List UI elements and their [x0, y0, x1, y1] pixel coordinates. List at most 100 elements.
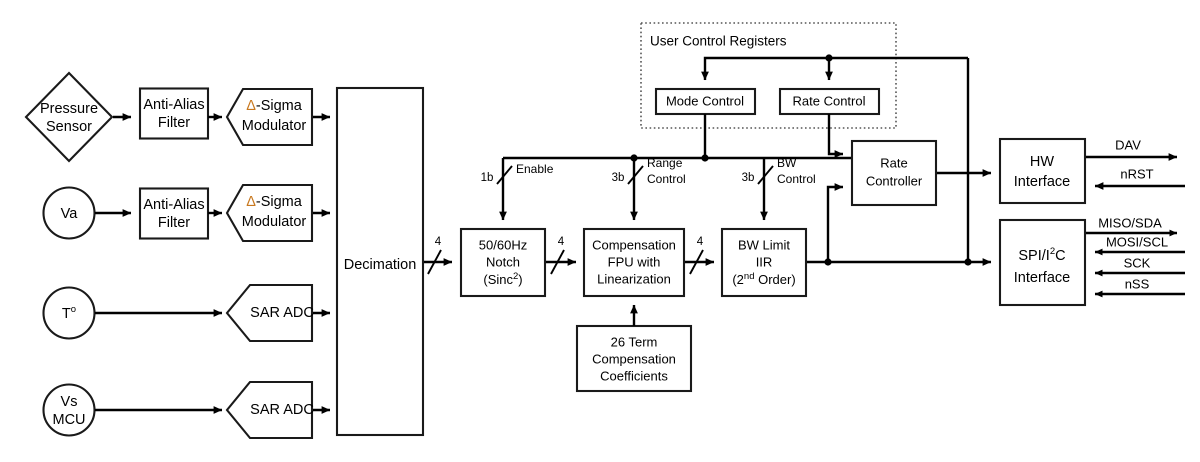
- delta-glyph-1: Δ: [246, 98, 256, 114]
- vs-mcu-source-line1: Vs: [61, 394, 78, 410]
- va-source-node[interactable]: Va: [42, 186, 96, 240]
- va-source-label: Va: [61, 206, 79, 222]
- anti-alias-filter-1-line2: Filter: [158, 115, 190, 131]
- io-label-dav: DAV: [1115, 137, 1141, 152]
- delta-sigma-modulator-1-line2: Modulator: [242, 118, 307, 134]
- notch-filter-block[interactable]: 50/60Hz Notch (Sinc2): [459, 227, 547, 298]
- mode-control-label: Mode Control: [666, 93, 744, 108]
- mode-control-block[interactable]: Mode Control: [654, 87, 757, 116]
- temperature-source-node[interactable]: To: [42, 286, 96, 340]
- rate-control-block[interactable]: Rate Control: [778, 87, 881, 116]
- io-label-sck: SCK: [1124, 255, 1151, 270]
- io-label-mosi-scl: MOSI/SCL: [1106, 234, 1168, 249]
- control-label-range-line1: Range: [647, 156, 683, 170]
- bw-limit-ordinal: nd: [744, 271, 755, 282]
- spi-i2c-line1-post: C: [1055, 248, 1065, 264]
- pressure-sensor-node[interactable]: Pressure Sensor: [24, 71, 114, 163]
- temperature-source-label: To: [62, 304, 76, 322]
- delta-sigma-modulator-2-line2: Modulator: [242, 214, 307, 230]
- temperature-degree-glyph: o: [71, 304, 76, 315]
- sar-adc-1-label: SAR ADC: [250, 305, 314, 321]
- spi-i2c-interface-block[interactable]: SPI/I2C Interface: [998, 218, 1087, 307]
- coefficients-line2: Compensation: [592, 351, 676, 366]
- bw-limit-line3-post: Order): [754, 272, 795, 287]
- bus-slash-range: [627, 165, 644, 185]
- rate-control-label: Rate Control: [793, 93, 866, 108]
- wire-regbus-to-mode-control: [701, 56, 968, 81]
- hw-interface-line2: Interface: [1014, 174, 1070, 190]
- control-label-range-line2: Control: [647, 172, 686, 186]
- compensation-coefficients-block[interactable]: 26 Term Compensation Coefficients: [575, 324, 693, 393]
- anti-alias-filter-2[interactable]: Anti-Alias Filter: [138, 187, 210, 240]
- notch-exponent: 2: [513, 271, 518, 282]
- rate-controller-line1: Rate: [880, 155, 907, 170]
- wire-rate-control-to-rate-controller: [827, 114, 844, 158]
- vs-mcu-source-line2: MCU: [52, 412, 85, 428]
- vs-mcu-source-node[interactable]: Vs MCU: [42, 383, 96, 437]
- spi-i2c-line1-pre: SPI/I: [1018, 248, 1049, 264]
- notch-line3: (Sinc2): [483, 271, 522, 288]
- junction-regbus-rate: [825, 54, 833, 62]
- control-width-bw: 3b: [742, 172, 755, 184]
- bw-limit-line3: (2nd Order): [732, 271, 795, 288]
- delta-glyph-2: Δ: [246, 194, 256, 210]
- user-control-registers-group: [640, 22, 897, 129]
- coefficients-line3: Coefficients: [600, 368, 668, 383]
- bw-limit-iir-block[interactable]: BW Limit IIR (2nd Order): [720, 227, 808, 298]
- sar-adc-2[interactable]: SAR ADC: [225, 380, 314, 440]
- junction-control-range: [630, 154, 638, 162]
- notch-line3-post: ): [518, 272, 522, 287]
- compensation-fpu-line2: FPU with: [608, 254, 661, 269]
- pressure-sensor-label-line1: Pressure: [40, 101, 98, 117]
- bus-slash-bw: [757, 165, 774, 185]
- bus-slash-fpu-out: [689, 249, 704, 275]
- hw-interface-line1: HW: [1030, 154, 1054, 170]
- bw-limit-line2: IIR: [756, 254, 773, 269]
- user-control-registers-label: User Control Registers: [650, 34, 787, 49]
- io-label-nrst: nRST: [1120, 166, 1153, 181]
- control-width-range: 3b: [612, 172, 625, 184]
- delta-sigma-modulator-1[interactable]: Δ-Sigma Modulator: [225, 87, 314, 147]
- control-label-enable: Enable: [516, 162, 554, 176]
- delta-sigma-modulator-2[interactable]: Δ-Sigma Modulator: [225, 183, 314, 243]
- junction-spi-register-bus: [964, 258, 972, 266]
- anti-alias-filter-2-line2: Filter: [158, 215, 190, 231]
- compensation-fpu-line1: Compensation: [592, 237, 676, 252]
- spi-i2c-superscript-2: 2: [1050, 246, 1055, 257]
- spi-i2c-interface-line1: SPI/I2C: [1018, 246, 1065, 264]
- bw-limit-line3-pre: (2: [732, 272, 744, 287]
- compensation-fpu-line3: Linearization: [597, 271, 671, 286]
- bw-limit-line1: BW Limit: [738, 237, 790, 252]
- rate-controller-line2: Controller: [866, 173, 923, 188]
- decimation-block[interactable]: Decimation: [335, 86, 425, 437]
- notch-line3-pre: (Sinc: [483, 272, 513, 287]
- control-label-bw-line2: Control: [777, 172, 816, 186]
- hw-interface-block[interactable]: HW Interface: [998, 137, 1087, 205]
- delta-sigma-modulator-1-line1: Δ-Sigma: [246, 98, 303, 114]
- pressure-sensor-label-line2: Sensor: [46, 119, 92, 135]
- temperature-source-label-text: T: [62, 306, 71, 322]
- bus-label-notch-out: 4: [558, 236, 565, 248]
- anti-alias-filter-1-line1: Anti-Alias: [143, 97, 204, 113]
- sar-adc-1[interactable]: SAR ADC: [225, 283, 314, 343]
- bus-label-fpu-out: 4: [697, 236, 704, 248]
- notch-line1: 50/60Hz: [479, 237, 527, 252]
- rate-controller-block[interactable]: Rate Controller: [850, 139, 938, 207]
- bus-slash-enable: [496, 165, 513, 185]
- decimation-label: Decimation: [344, 257, 417, 273]
- coefficients-line1: 26 Term: [611, 334, 658, 349]
- anti-alias-filter-2-line1: Anti-Alias: [143, 197, 204, 213]
- junction-control-mode: [701, 154, 709, 162]
- bus-slash-decimation-out: [427, 249, 442, 275]
- notch-line2: Notch: [486, 254, 520, 269]
- anti-alias-filter-1[interactable]: Anti-Alias Filter: [138, 87, 210, 140]
- io-label-nss: nSS: [1125, 276, 1150, 291]
- control-label-bw-line1: BW: [777, 156, 797, 170]
- wire-bwlimit-to-rate-controller: [826, 183, 844, 262]
- compensation-fpu-block[interactable]: Compensation FPU with Linearization: [582, 227, 686, 298]
- delta-sigma-modulator-2-line1: Δ-Sigma: [246, 194, 303, 210]
- spi-i2c-interface-line2: Interface: [1014, 270, 1070, 286]
- sar-adc-2-label: SAR ADC: [250, 402, 314, 418]
